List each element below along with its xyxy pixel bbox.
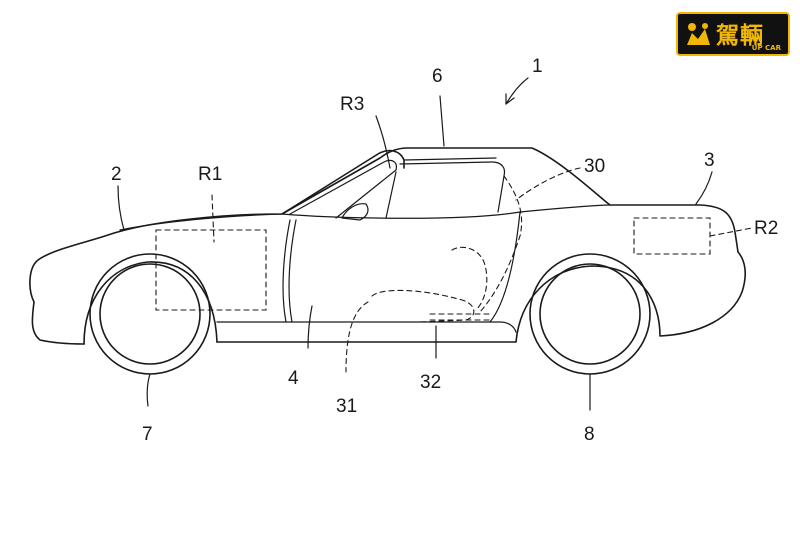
watermark-sub: UP CAR xyxy=(751,44,781,52)
leader-3 xyxy=(695,171,713,205)
front-wheel xyxy=(89,253,211,375)
dashed-seat-cushion xyxy=(371,289,475,323)
label-r2: R2 xyxy=(754,218,778,239)
mascot-icon xyxy=(687,23,710,45)
door-front-edge xyxy=(282,219,291,323)
label-2: 2 xyxy=(111,164,122,185)
door-rear-edge xyxy=(489,211,521,323)
windshield-inner xyxy=(289,159,397,219)
rear-tire-outer xyxy=(529,253,651,375)
dashed-leader-r2 xyxy=(709,227,753,237)
leader-r3 xyxy=(375,115,391,169)
leader-6 xyxy=(439,95,445,147)
rocker-line xyxy=(216,321,517,333)
leader-1-arrow xyxy=(505,93,515,105)
label-3: 3 xyxy=(704,150,715,171)
label-4: 4 xyxy=(288,368,299,389)
body-outline xyxy=(29,147,747,345)
dashed-seat-outline xyxy=(451,246,488,311)
windshield-pillar xyxy=(281,149,405,215)
roof-and-windows xyxy=(281,149,506,221)
side-mirror xyxy=(341,203,369,221)
label-32: 32 xyxy=(420,372,441,393)
dashed-regions xyxy=(155,167,753,373)
belt-line xyxy=(281,204,611,219)
label-6: 6 xyxy=(432,66,443,87)
side-window xyxy=(399,161,506,213)
side-window-top xyxy=(403,157,497,161)
region-r2 xyxy=(633,217,711,255)
label-7: 7 xyxy=(142,424,153,445)
dashed-leader-30 xyxy=(515,167,581,201)
leader-7 xyxy=(146,373,151,407)
label-30: 30 xyxy=(584,156,605,177)
region-r1 xyxy=(155,229,267,311)
door-front-edge-2 xyxy=(288,219,297,323)
side-window-front xyxy=(385,171,397,219)
front-tire-inner xyxy=(99,263,201,365)
rear-tire-inner xyxy=(539,263,641,365)
label-8: 8 xyxy=(584,424,595,445)
label-r1: R1 xyxy=(198,164,222,185)
leader-lines xyxy=(117,77,713,411)
leader-1 xyxy=(505,77,529,105)
watermark-brand: 駕輛 xyxy=(716,23,764,49)
label-31: 31 xyxy=(336,396,357,417)
front-tire-outer xyxy=(89,253,211,375)
hood-line xyxy=(119,213,283,231)
dashed-leader-31 xyxy=(345,301,369,373)
leader-4 xyxy=(307,305,313,349)
label-r3: R3 xyxy=(340,94,364,115)
reference-labels: 1 2 3 4 6 7 8 R1 R2 R3 30 31 32 xyxy=(111,56,778,445)
rear-wheel xyxy=(529,253,651,375)
dashed-seat-rail xyxy=(429,313,491,321)
dashed-seat-back xyxy=(479,175,523,313)
dashed-leader-r3 xyxy=(211,194,215,243)
watermark-logo: 駕輛 UP CAR xyxy=(676,12,790,56)
leader-2 xyxy=(117,185,125,231)
label-1: 1 xyxy=(532,56,543,77)
